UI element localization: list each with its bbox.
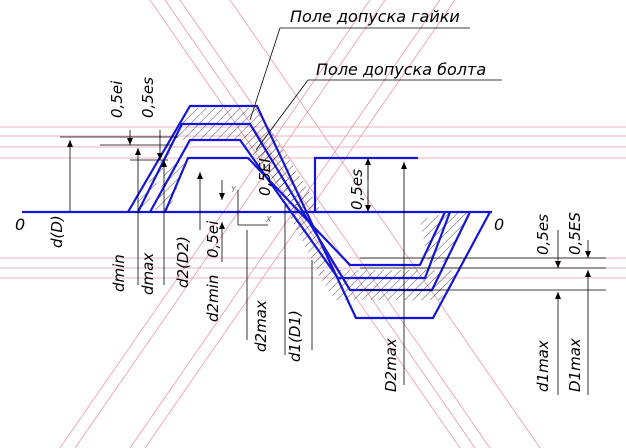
d2max-label: d2max (252, 300, 270, 352)
d1-D1-label: d1(D1) (286, 310, 304, 362)
thread-profiles (127, 104, 491, 320)
D1max-label: D1max (566, 338, 584, 392)
dmax-label: dmax (139, 253, 157, 295)
extension-lines (60, 136, 606, 291)
d1max-label: d1max (534, 340, 552, 392)
axis-y-label: Y (231, 185, 237, 194)
callout-leaders (249, 27, 502, 151)
bolt-zone-callout: Поле допуска болта (316, 60, 486, 79)
half-ei-mid-label: 0,5ei (204, 220, 222, 258)
d2-D2-label: d2(D2) (174, 236, 192, 288)
zero-label-left: 0 (15, 215, 25, 234)
half-EI-label: 0,5EI (256, 158, 274, 196)
half-ES-right-label: 0,5ES (566, 212, 584, 255)
half-es-right-label: 0,5es (534, 214, 552, 255)
half-ei-label: 0,5ei (108, 80, 126, 118)
axis-x-label: X (265, 215, 272, 224)
D2max-label: D2max (382, 338, 400, 392)
d-D-label: d(D) (48, 215, 66, 248)
ucs-marker: Y X (231, 185, 272, 226)
half-es-mid-label: 0,5es (348, 169, 366, 210)
dmin-label: dmin (110, 254, 128, 292)
half-es-top-label: 0,5es (139, 77, 157, 118)
zero-label-right: 0 (494, 215, 504, 234)
d2min-label: d2min (204, 275, 222, 322)
nut-zone-callout: Поле допуска гайки (290, 7, 460, 26)
dimension-lines (67, 130, 591, 395)
